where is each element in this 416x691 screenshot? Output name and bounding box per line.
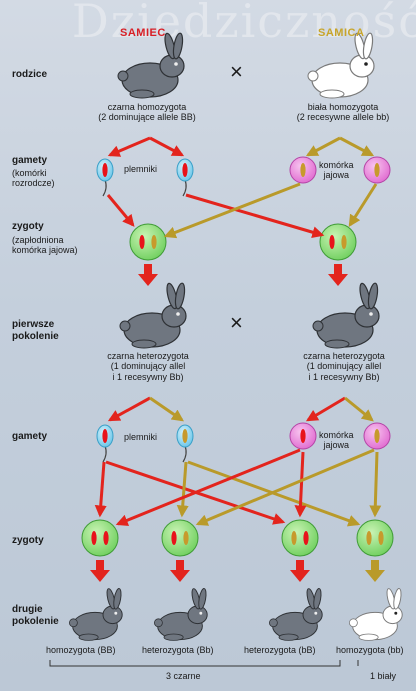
rabbit-parent-male bbox=[117, 32, 185, 99]
zygote-1b-allele-1 bbox=[329, 235, 335, 249]
arrow-f1-sperm-a bbox=[107, 396, 151, 422]
label-egg-2: komórka jajowa bbox=[319, 430, 354, 451]
summary-black: 3 czarne bbox=[166, 671, 201, 681]
fat-arrow-2a bbox=[90, 560, 110, 582]
sperm-1a-allele bbox=[102, 163, 108, 177]
arrow-e-z-2 bbox=[294, 451, 307, 518]
zygote-1b bbox=[319, 223, 357, 261]
zygote-2b bbox=[161, 519, 199, 557]
sperm-1b-tail bbox=[182, 179, 187, 197]
zygote-2d-allele-2 bbox=[378, 531, 384, 545]
arrow-s-z-1 bbox=[94, 461, 107, 518]
arrow-e-z-1 bbox=[115, 448, 301, 526]
rabbit-f1-female bbox=[312, 282, 380, 349]
label-egg-1: komórka jajowa bbox=[319, 160, 354, 181]
arrow-f1-sperm-b bbox=[149, 396, 184, 422]
arrow-p-sperm-b bbox=[149, 136, 185, 157]
zygote-1a-allele-2 bbox=[151, 235, 157, 249]
egg-1b-allele bbox=[374, 163, 380, 177]
label-sperm-1: plemniki bbox=[124, 164, 158, 174]
zygote-2c-allele-2 bbox=[303, 531, 309, 545]
zygote-2a-allele-2 bbox=[103, 531, 109, 545]
arrow-e2-z2 bbox=[348, 183, 378, 228]
sperm-2b-tail bbox=[182, 445, 187, 463]
caption-f1-female: czarna heterozygota (1 dominujący allel … bbox=[303, 351, 385, 382]
row-note-zygotes1: (zapłodniona komórka jajowa) bbox=[12, 235, 78, 256]
fat-arrow-1b bbox=[328, 264, 348, 286]
zygote-2d-allele-1 bbox=[366, 531, 372, 545]
caption-f1-male: czarna heterozygota (1 dominujący allel … bbox=[107, 351, 189, 382]
rabbit-parent-female bbox=[307, 32, 375, 99]
row-label-gametes2: gamety bbox=[12, 431, 48, 442]
f2-label-4: homozygota (bb) bbox=[336, 645, 404, 655]
rabbit-f1-male bbox=[119, 282, 187, 349]
caption-parent-female: biała homozygota (2 recesywne allele bb) bbox=[296, 102, 390, 123]
egg-2a-allele bbox=[300, 429, 306, 443]
row-label-f1: pierwsze pokolenie bbox=[12, 319, 59, 342]
arrow-e-z-4 bbox=[369, 451, 382, 518]
zygote-2a-allele-1 bbox=[91, 531, 97, 545]
zygote-2c bbox=[281, 519, 319, 557]
summary-white: 1 biały bbox=[370, 671, 397, 681]
f2-label-1: homozygota (BB) bbox=[46, 645, 116, 655]
row-label-parents: rodzice bbox=[12, 69, 48, 80]
f2-label-3: heterozygota (bB) bbox=[244, 645, 316, 655]
label-sperm-2: plemniki bbox=[124, 432, 158, 442]
row-label-zygotes2: zygoty bbox=[12, 535, 44, 546]
arrow-e-z-3 bbox=[195, 448, 375, 526]
arrow-s-z-3 bbox=[176, 461, 189, 518]
fat-arrow-2d bbox=[365, 560, 385, 582]
arrow-s1-z1 bbox=[106, 194, 135, 227]
header-male: SAMIEC bbox=[120, 27, 166, 39]
zygote-2d bbox=[356, 519, 394, 557]
header-female: SAMICA bbox=[318, 27, 365, 39]
rabbit-f2-2 bbox=[153, 588, 208, 641]
rabbit-f2-1 bbox=[68, 588, 123, 641]
row-label-zygotes1: zygoty bbox=[12, 221, 44, 232]
zygote-2b-allele-1 bbox=[171, 531, 177, 545]
cross-symbol-f1: × bbox=[230, 310, 243, 335]
sperm-1a-tail bbox=[102, 179, 107, 197]
rabbit-f2-4 bbox=[348, 588, 403, 641]
sperm-2b-allele bbox=[182, 429, 188, 443]
arrow-e1-z1 bbox=[163, 182, 301, 239]
fat-arrow-1a bbox=[138, 264, 158, 286]
row-label-gametes1: gamety bbox=[12, 155, 48, 166]
sperm-2a-allele bbox=[102, 429, 108, 443]
fat-arrow-2b bbox=[170, 560, 190, 582]
zygote-2b-allele-2 bbox=[183, 531, 189, 545]
arrow-s2-z2 bbox=[185, 193, 325, 239]
arrow-f1-egg-b bbox=[344, 396, 374, 422]
fat-arrow-2c bbox=[290, 560, 310, 582]
sperm-1b-allele bbox=[182, 163, 188, 177]
bracket-black bbox=[49, 660, 341, 667]
row-note-gametes1: (komórki rozrodcze) bbox=[12, 168, 55, 189]
arrow-p-sperm-a bbox=[107, 136, 151, 157]
zygote-1b-allele-2 bbox=[341, 235, 347, 249]
arrow-p-egg-a bbox=[305, 136, 341, 157]
egg-2b-allele bbox=[374, 429, 380, 443]
sperm-2a-tail bbox=[102, 445, 107, 463]
zygote-2c-allele-1 bbox=[291, 531, 297, 545]
zygote-1a-allele-1 bbox=[139, 235, 145, 249]
row-label-f2: drugie pokolenie bbox=[12, 604, 59, 627]
f2-label-2: heterozygota (Bb) bbox=[142, 645, 214, 655]
caption-parent-male: czarna homozygota (2 dominujące allele B… bbox=[98, 102, 196, 123]
cross-symbol-parents: × bbox=[230, 59, 243, 84]
egg-1a-allele bbox=[300, 163, 306, 177]
arrow-f1-egg-a bbox=[305, 396, 346, 422]
rabbit-f2-3 bbox=[268, 588, 323, 641]
zygote-2a bbox=[81, 519, 119, 557]
arrow-p-egg-b bbox=[339, 136, 375, 157]
zygote-1a bbox=[129, 223, 167, 261]
